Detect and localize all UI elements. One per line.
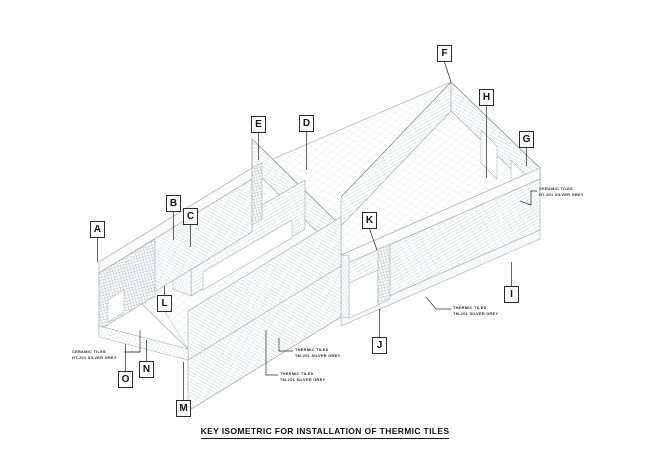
wall-front-right xyxy=(340,167,541,327)
key-tag-a[interactable]: A xyxy=(90,221,105,238)
key-tag-j[interactable]: J xyxy=(372,337,387,354)
key-tag-f[interactable]: F xyxy=(437,45,452,62)
wall-inner-left-wing xyxy=(172,179,306,297)
key-tag-n[interactable]: N xyxy=(139,361,154,378)
wall-return-e xyxy=(251,162,263,226)
note-thermic-right-line-0: THERMIC TILES xyxy=(453,305,487,310)
leader-line-k xyxy=(369,228,378,251)
key-tag-o[interactable]: O xyxy=(118,371,133,388)
key-tag-m[interactable]: M xyxy=(176,400,191,417)
drawing-title: KEY ISOMETRIC FOR INSTALLATION OF THERMI… xyxy=(200,426,450,439)
note-ceramic-right-line-0: CERAMIC TILES xyxy=(539,186,573,191)
note-thermic-right-line-1: TM-201 SILVER GREY xyxy=(453,311,499,317)
key-tag-c[interactable]: C xyxy=(183,208,198,225)
note-ceramic-right-line-1: HT-201 SILVER GREY xyxy=(539,192,584,198)
note-thermic-lower-line-1: TM-201 SILVER GREY xyxy=(280,377,326,383)
key-tag-d[interactable]: D xyxy=(299,115,314,132)
note-thermic-lower-line-0: THERMIC TILES xyxy=(280,371,314,376)
key-tag-g[interactable]: G xyxy=(519,131,534,148)
note-thermic-mid-line-0: THERMIC TILES xyxy=(295,347,329,352)
key-tag-i[interactable]: I xyxy=(504,286,519,303)
note-ceramic-left-line-0: CERAMIC TILES xyxy=(72,349,106,354)
key-tag-k[interactable]: K xyxy=(362,212,377,229)
key-tag-b[interactable]: B xyxy=(166,195,181,212)
wall-return-k xyxy=(340,254,350,319)
drawing-title-wrap: KEY ISOMETRIC FOR INSTALLATION OF THERMI… xyxy=(0,421,650,439)
note-ceramic-left-line-1: HT-201 SILVER GREY xyxy=(72,355,117,361)
note-thermic-mid-line-1: TM-201 SILVER GREY xyxy=(295,353,341,359)
key-tag-e[interactable]: E xyxy=(251,116,266,133)
key-tag-h[interactable]: H xyxy=(479,89,494,106)
note-leader-lines xyxy=(124,190,537,376)
key-tag-l[interactable]: L xyxy=(157,295,172,312)
key-leader-lines xyxy=(97,61,527,400)
leader-line-f xyxy=(444,61,452,83)
wall-front-left-face xyxy=(187,265,342,412)
